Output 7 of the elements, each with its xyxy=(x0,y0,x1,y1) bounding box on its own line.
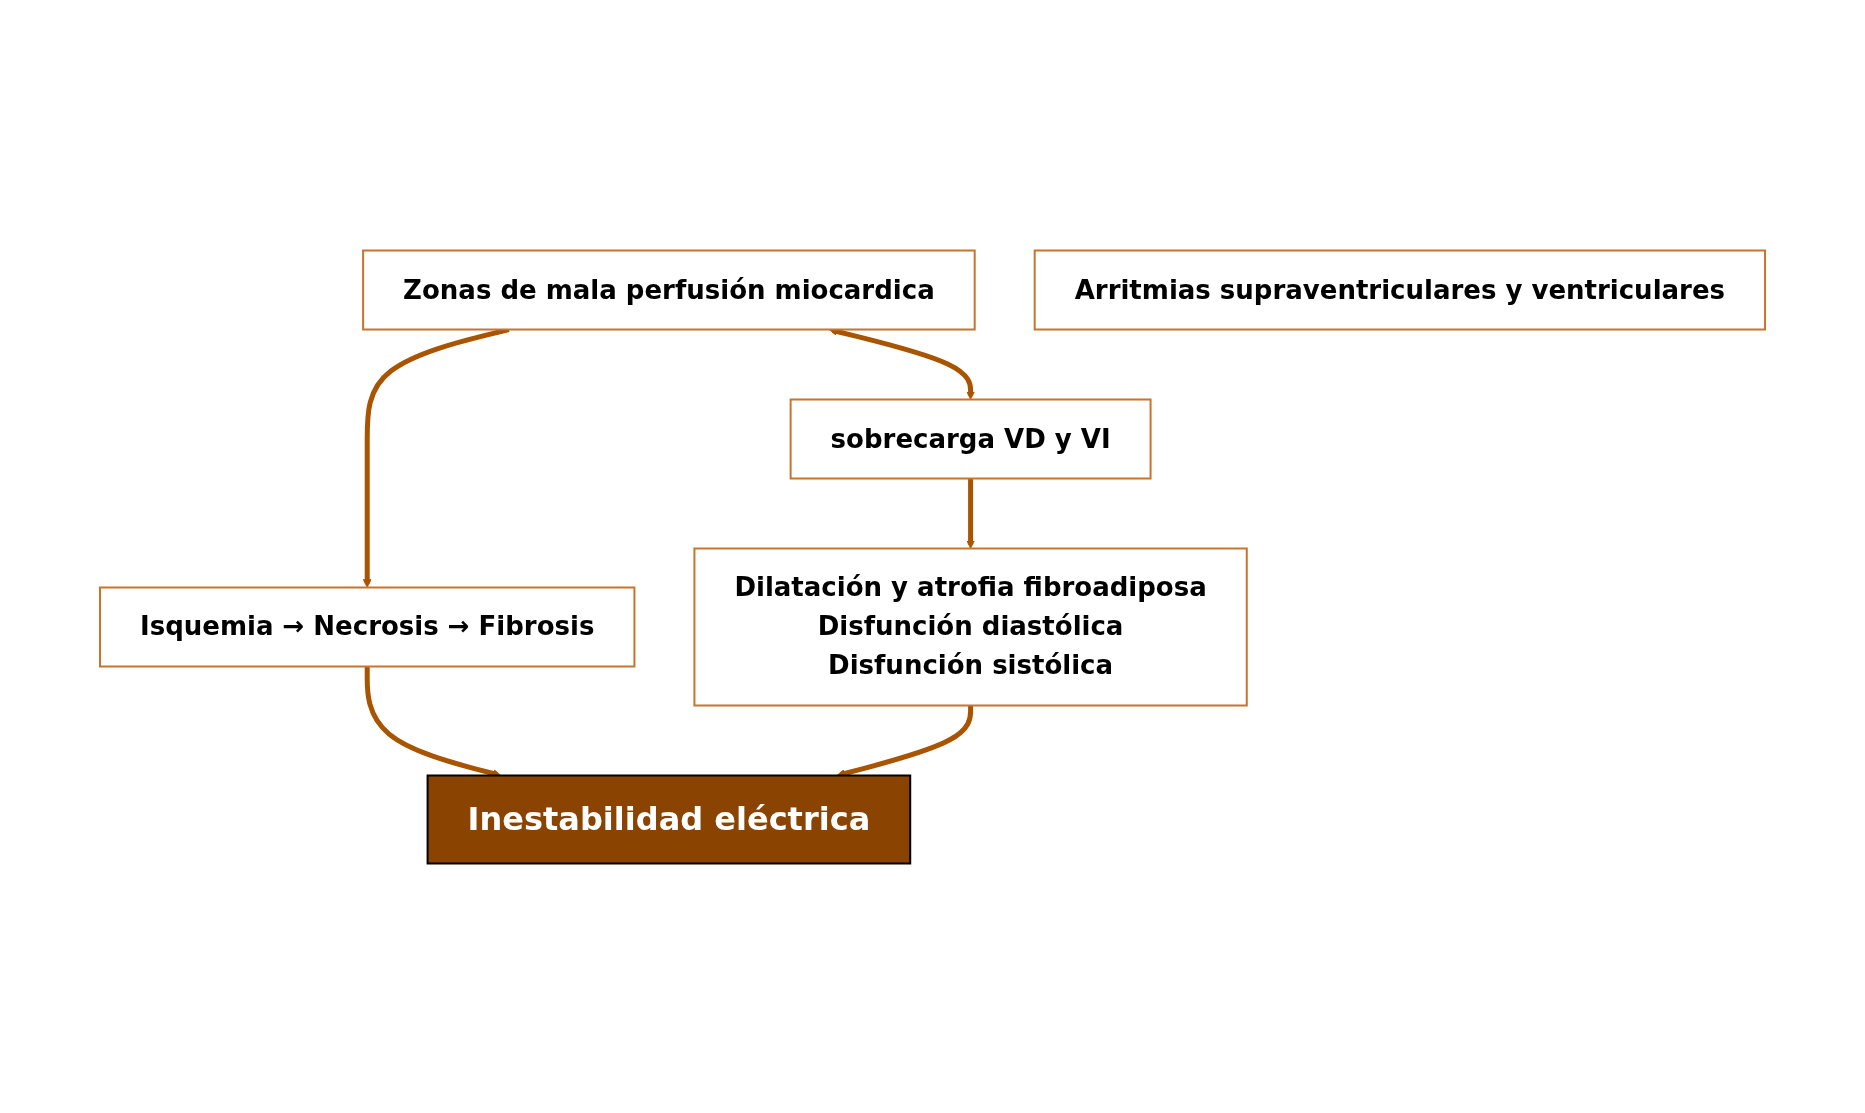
arrow xyxy=(966,478,975,549)
node-box: Inestabilidad eléctrica xyxy=(426,774,912,864)
node-box: Isquemia → Necrosis → Fibrosis xyxy=(99,586,636,667)
node-box: Zonas de mala perfusión miocardica xyxy=(362,249,976,330)
node-box: Arritmias supraventriculares y ventriculares xyxy=(1033,249,1766,330)
node-box: sobrecarga VD y VI xyxy=(789,398,1152,479)
node-box: Dilatación y atrofia fibroadiposa Disfunción diastólica Disfunción sistólica xyxy=(693,547,1248,706)
